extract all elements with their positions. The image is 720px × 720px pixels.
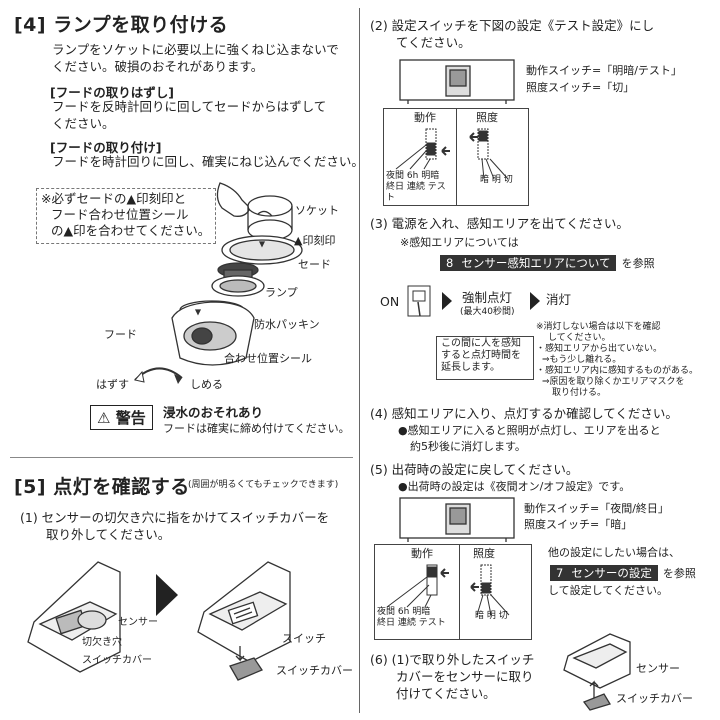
warning-badge: ⚠ 警告 <box>90 405 153 430</box>
reattach-cover-label: スイッチカバー <box>616 692 693 705</box>
forced-on-sub: (最大40秒間) <box>460 307 515 317</box>
step6-line1: (6) (1)で取り外したスイッチ <box>370 652 535 667</box>
ref-sensor-settings-suffix: を参照 <box>662 567 696 580</box>
test-lux-switch-labels: 暗 明 切 <box>480 175 513 185</box>
ship-panel-lux-heading: 照度 <box>473 547 495 560</box>
step1-line2: 取り外してください。 <box>46 527 171 542</box>
rotate-arrow-icon <box>134 367 183 384</box>
test-op-switch-labels: 夜間 6h 明暗 終日 連続 テスト <box>386 171 446 203</box>
extend-note-box: この間に人を感知 すると点灯時間を 延長します。 <box>436 336 534 380</box>
shade-label: セード <box>298 258 331 271</box>
lamp-assembly-illustration <box>171 182 303 366</box>
warning-triangle-icon: ⚠ <box>97 409 111 427</box>
section4-intro-line2: ください。破損のおそれがあります。 <box>52 59 264 74</box>
ship-op-switch-text: 動作スイッチ=「夜間/終日」 <box>524 502 669 515</box>
troubleshooting-note: ※消灯しない場合は以下を確認 してください。 ・感知エリアから出ていない。 ⇒も… <box>536 322 699 398</box>
hood-attach-heading: [フードの取り付け] <box>50 140 162 155</box>
section5-title: [5] 点灯を確認する <box>14 476 190 498</box>
test-op-switch-text: 動作スイッチ=「明暗/テスト」 <box>526 64 682 77</box>
forced-on-label: 強制点灯 <box>462 290 513 305</box>
step1-line1: (1) センサーの切欠き穴に指をかけてスイッチカバーを <box>20 510 330 525</box>
step6-line3: 付けてください。 <box>396 686 496 701</box>
hood-label: フード <box>104 328 137 341</box>
sequence-arrow-icon-1 <box>442 292 452 310</box>
hood-remove-line2: ください。 <box>52 116 115 131</box>
socket-label: ソケット <box>295 204 339 217</box>
step5-text: (5) 出荷時の設定に戻してください。 <box>370 462 579 477</box>
column-divider <box>359 8 360 713</box>
alignment-note-line3: の▲印を合わせてください。 <box>51 223 211 238</box>
step4-line2: 約5秒後に消灯します。 <box>410 440 526 453</box>
next-step-arrow-icon <box>156 574 178 616</box>
switch-cover-label-right: スイッチカバー <box>276 664 353 677</box>
section-divider <box>10 457 353 458</box>
notch-label: 切欠き穴 <box>82 637 122 648</box>
test-switch-panel: 動作 照度 夜間 6h 明暗 終日 連続 テスト 暗 明 切 <box>383 108 529 206</box>
step4-text: (4) 感知エリアに入り、点灯するか確認してください。 <box>370 406 678 421</box>
switch-cover-label-left: スイッチカバー <box>82 655 152 666</box>
step3-text: (3) 電源を入れ、感知エリアを出てください。 <box>370 216 629 231</box>
test-lux-switch-text: 照度スイッチ=「切」 <box>526 81 635 94</box>
alignment-note-box: ※必ずセードの▲印刻印と フード合わせ位置シール の▲印を合わせてください。 <box>36 188 216 244</box>
stamp-mark-label: ▲印刻印 <box>294 234 336 247</box>
step5-note: ●出荷時の設定は《夜間オン/オフ設定》です。 <box>398 480 631 493</box>
tighten-direction-label: しめる <box>190 378 223 391</box>
light-off-label: 消灯 <box>546 292 572 307</box>
other-settings-line1: 他の設定にしたい場合は、 <box>548 546 680 559</box>
power-switch-icon <box>407 285 431 317</box>
warning-text: フードは確実に締め付けてください。 <box>163 422 350 435</box>
power-on-label: ON <box>380 294 400 309</box>
step2-line2: てください。 <box>396 35 471 50</box>
alignment-note-line2: フード合わせ位置シール <box>51 207 189 222</box>
lamp-label: ランプ <box>265 286 298 299</box>
ref-sensor-area-suffix: を参照 <box>621 257 655 270</box>
ship-panel-op-heading: 動作 <box>411 547 433 560</box>
warning-badge-label: 警告 <box>115 409 146 427</box>
sensor-label-left: センサー <box>118 617 158 628</box>
warning-title: 浸水のおそれあり <box>163 405 264 420</box>
hood-attach-text: フードを時計回りに回し、確実にねじ込んでください。 <box>52 154 364 169</box>
sensor-illustration-before <box>27 561 121 673</box>
switch-label: スイッチ <box>282 632 326 645</box>
test-panel-lux-heading: 照度 <box>476 111 498 124</box>
ship-op-switch-labels: 夜間 6h 明暗 終日 連続 テスト <box>377 607 446 628</box>
section4-title: [4] ランプを取り付ける <box>14 14 229 36</box>
shipping-setting-device-illustration <box>399 497 515 542</box>
packing-label: 防水パッキン <box>254 318 320 331</box>
alignment-note-line1: ※必ずセードの▲印刻印と <box>41 191 187 206</box>
step6-line2: カバーをセンサーに取り <box>396 669 534 684</box>
test-panel-op-heading: 動作 <box>414 111 436 124</box>
hood-remove-heading: [フードの取りはずし] <box>50 85 174 100</box>
hood-remove-line1: フードを反時計回りに回してセードからはずして <box>52 99 327 114</box>
ship-lux-switch-labels: 暗 明 切 <box>475 611 508 621</box>
ship-lux-switch-text: 照度スイッチ=「暗」 <box>524 518 633 531</box>
step4-line1: ●感知エリアに入ると照明が点灯し、エリアを出ると <box>398 424 661 437</box>
step3-note: ※感知エリアについては <box>400 236 519 249</box>
shipping-switch-panel: 動作 照度 夜間 6h 明暗 終日 連続 テスト 暗 明 切 <box>374 544 532 640</box>
other-settings-line3: して設定してください。 <box>548 584 669 597</box>
step2-line1: (2) 設定スイッチを下図の設定《テスト設定》にし <box>370 18 655 33</box>
sequence-arrow-icon-2 <box>530 292 540 310</box>
test-setting-device-illustration <box>399 59 515 104</box>
seal-label: 合わせ位置シール <box>224 352 312 365</box>
sensor-illustration-after <box>197 561 291 681</box>
section5-title-note: (周囲が明るくてもチェックできます) <box>188 480 339 490</box>
section4-intro-line1: ランプをソケットに必要以上に強くねじ込まないで <box>52 42 339 57</box>
sensor-reattach-illustration <box>563 633 631 711</box>
reattach-sensor-label: センサー <box>636 662 680 675</box>
remove-direction-label: はずす <box>96 378 129 391</box>
